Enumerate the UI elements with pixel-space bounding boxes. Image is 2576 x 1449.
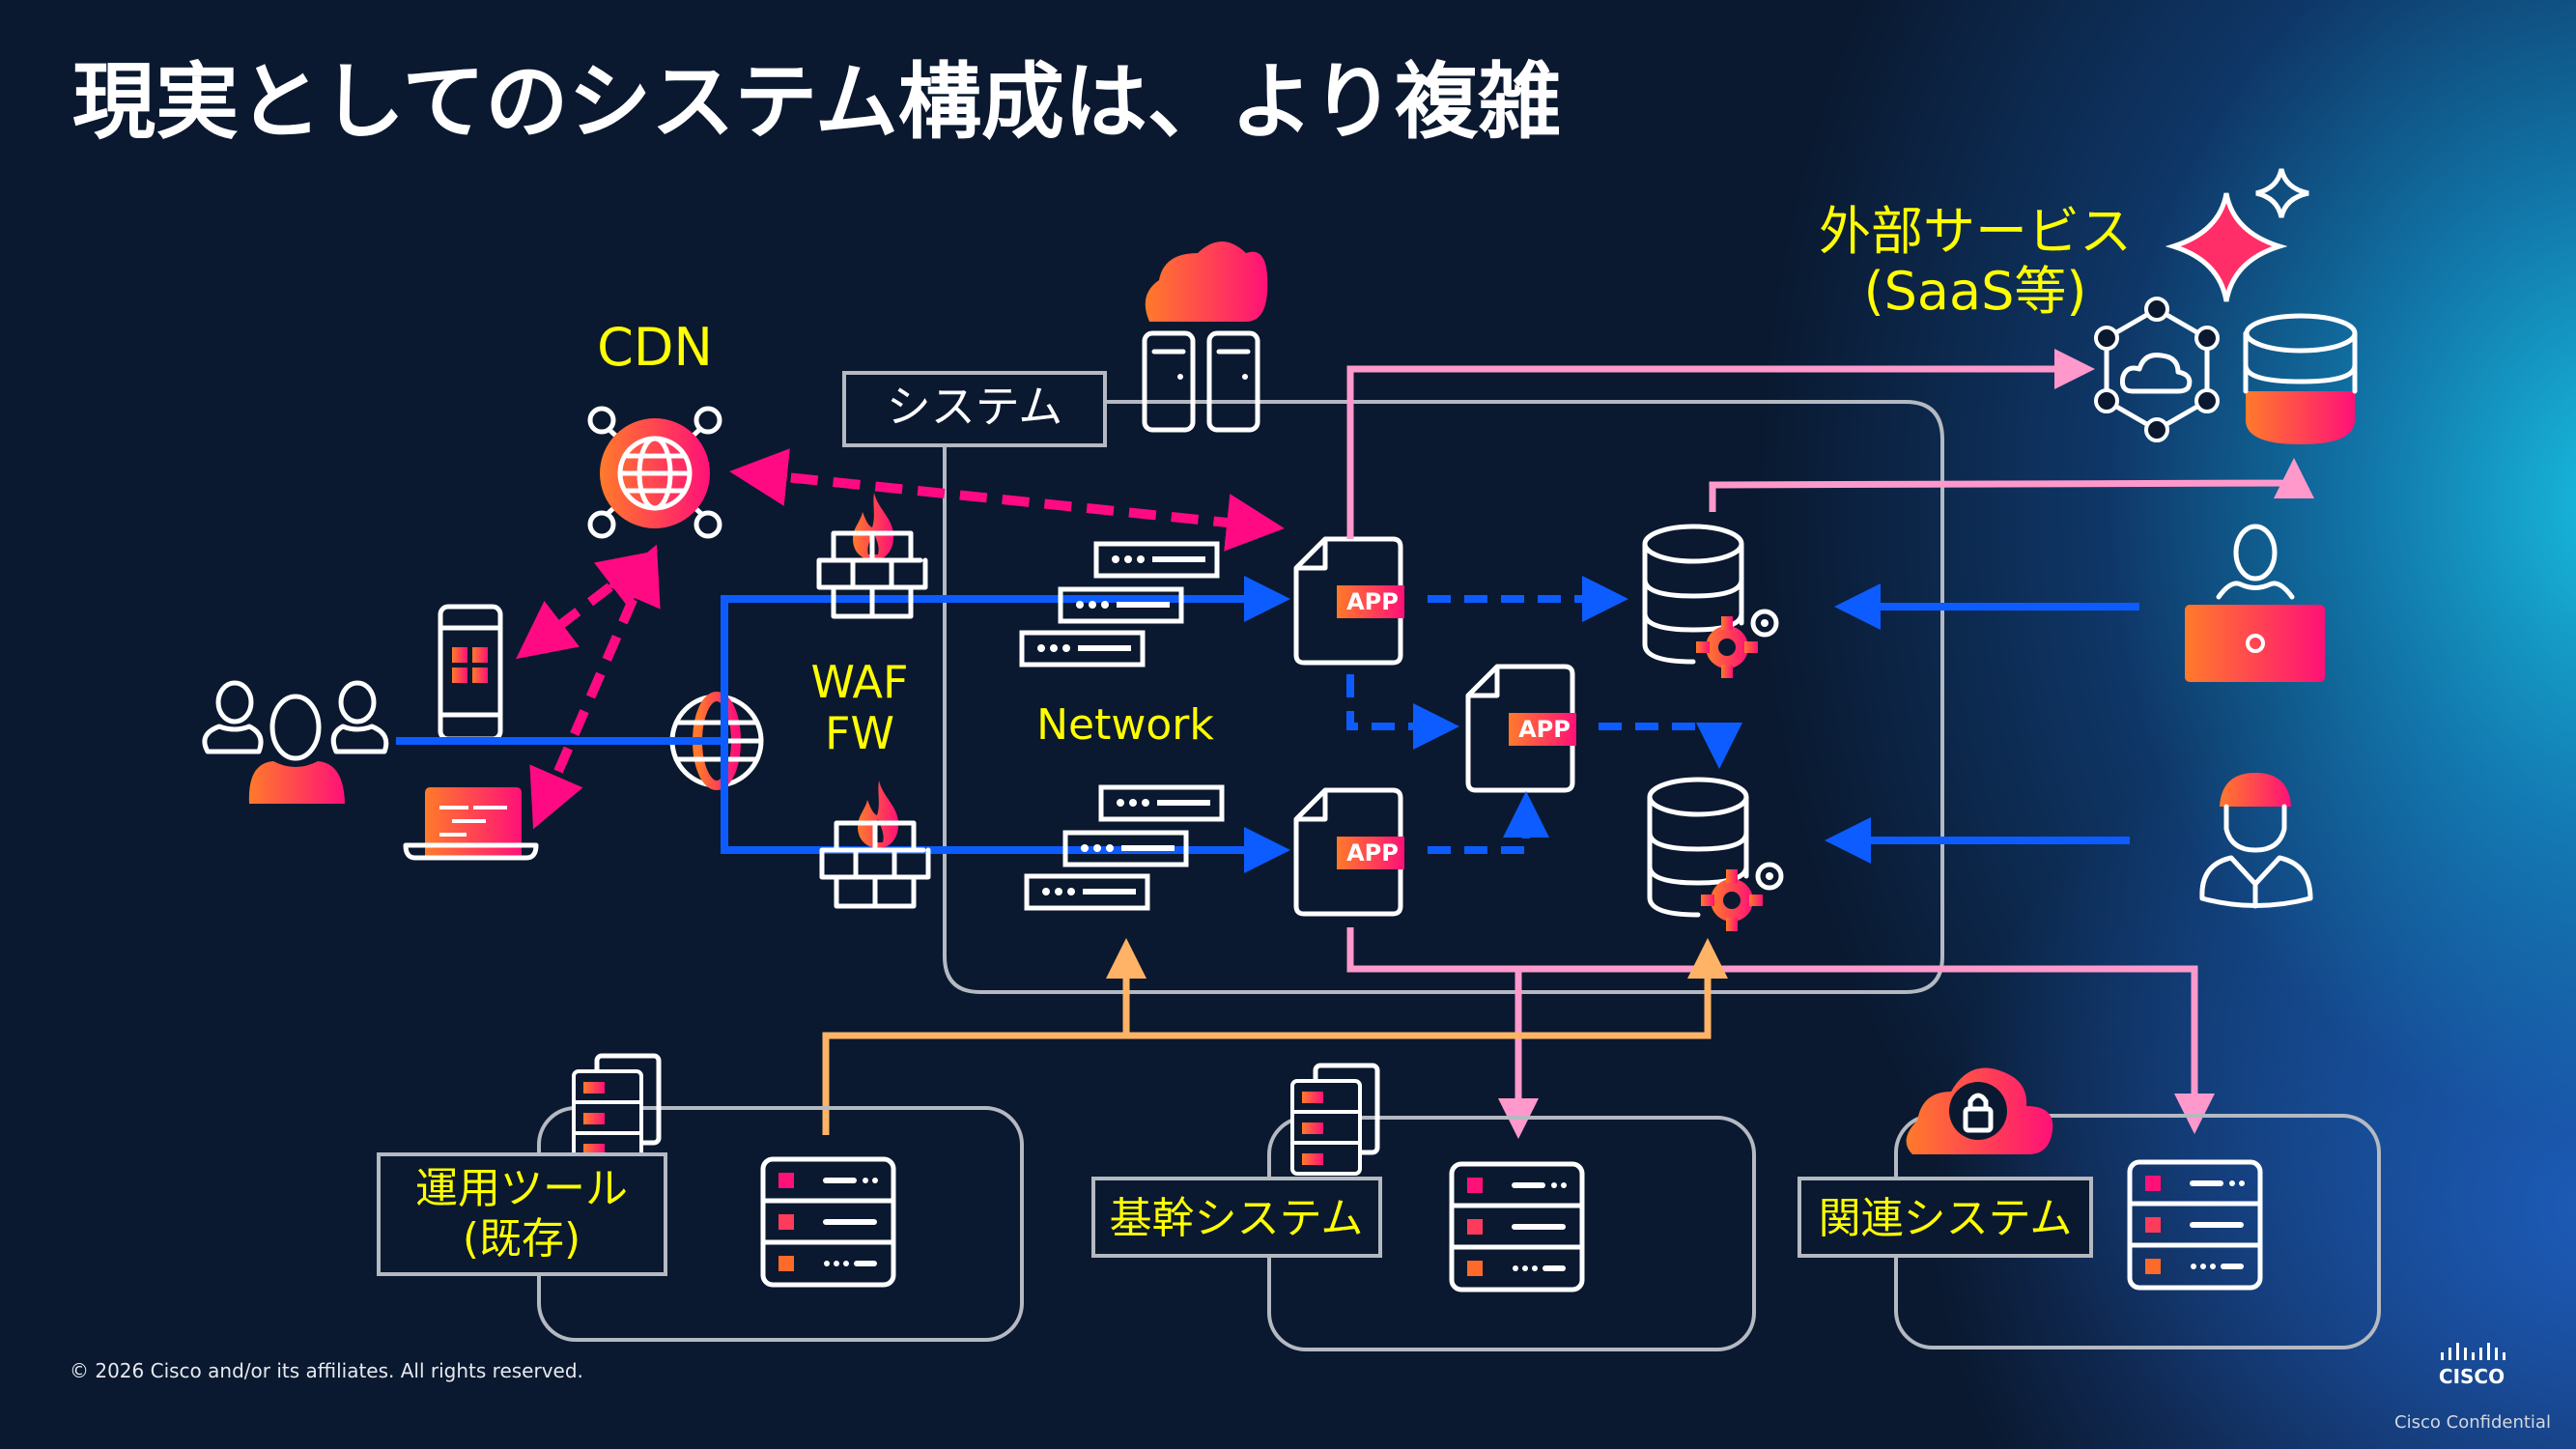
ops-tool-label: 運用ツール (415, 1164, 628, 1213)
laptop-icon (403, 787, 539, 861)
app-file-icon: APP (1296, 790, 1404, 914)
cdn-to-app-dashed-arrow (729, 448, 1285, 552)
svg-text:APP: APP (1346, 839, 1399, 867)
smartphone-icon (438, 604, 503, 742)
admin-laptop-icon (2185, 524, 2325, 682)
network-label: Network (1036, 700, 1214, 750)
external-service-sublabel: (SaaS等) (1864, 261, 2087, 322)
ops-tool-label-box (377, 1152, 667, 1276)
load-balancer-icon (1022, 544, 1217, 665)
svg-text:APP: APP (1518, 716, 1571, 743)
app-file-icon: APP (1468, 667, 1576, 790)
operator-person-icon (2199, 773, 2313, 909)
lower-traffic-flow (721, 741, 1290, 873)
external-service-label: 外部サービス (1819, 201, 2132, 262)
cloud-icon (1145, 242, 1268, 322)
server-rack-icon (1452, 1164, 1582, 1290)
system-boundary (943, 400, 1944, 994)
system-label: システム (887, 381, 1063, 433)
server-tower-icon (1142, 330, 1260, 433)
copyright-text: © 2026 Cisco and/or its affiliates. All … (70, 1359, 583, 1382)
server-rack-icon (763, 1159, 893, 1285)
firewall-icon (822, 823, 928, 906)
app-to-related-system-arrow (1346, 927, 2215, 1134)
confidential-text: Cisco Confidential (2394, 1412, 2551, 1433)
firewall-icon (819, 533, 925, 616)
sparkle-icon (2165, 168, 2309, 302)
svg-text:APP: APP (1346, 588, 1399, 615)
cdn-globe-icon (587, 406, 722, 539)
page-title: 現実としてのシステム構成は、より複雑 (72, 54, 1561, 151)
flame-icon (858, 781, 899, 848)
app-to-db2-dashed-arrow (1599, 723, 1742, 769)
ops-to-db-arrow (822, 938, 1728, 1135)
svg-text:CISCO: CISCO (2439, 1365, 2505, 1388)
database-icon (2243, 313, 2358, 444)
related-system-label: 関連システム (1819, 1194, 2073, 1243)
db-to-saas-arrow (1709, 458, 2314, 512)
users-group-icon (202, 680, 389, 804)
cdn-label: CDN (597, 317, 713, 378)
related-system-label-box (1798, 1177, 2093, 1258)
core-system-label-box (1091, 1177, 1382, 1258)
app-to-saas-arrow (1346, 349, 2095, 539)
system-label-box (842, 371, 1107, 447)
waf-label: WAF (811, 656, 909, 708)
fw-label: FW (825, 707, 894, 759)
cloud-network-icon (2094, 297, 2220, 442)
app-to-app2-dashed-arrow (1428, 791, 1549, 854)
core-system-label: 基幹システム (1110, 1194, 1364, 1243)
database-gear-icon (1650, 780, 1781, 931)
app-file-icon: APP (1296, 539, 1404, 663)
server-rack-icon (2130, 1162, 2260, 1288)
cloud-lock-icon (1906, 1067, 2053, 1154)
cdn-to-laptop-dashed-arrow (529, 544, 661, 830)
app-to-app-dashed-arrow (1346, 674, 1459, 750)
cisco-logo-icon: CISCO (2439, 1343, 2505, 1388)
ops-tool-sublabel: (既存) (463, 1214, 580, 1264)
database-gear-icon (1645, 526, 1776, 678)
